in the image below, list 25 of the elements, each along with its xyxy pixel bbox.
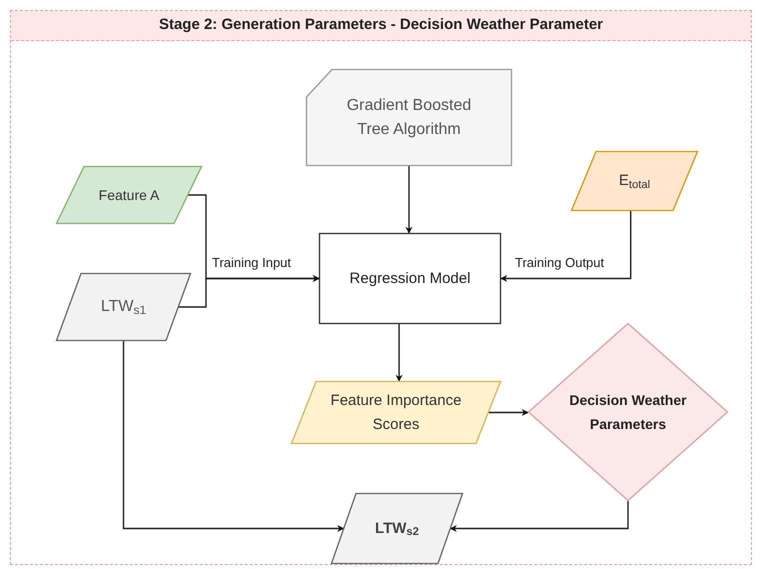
decision-diamond — [528, 323, 728, 501]
process-box — [319, 233, 501, 324]
connector-arrow — [450, 501, 629, 532]
node-label: Regression Model — [348, 268, 472, 288]
data-parallelogram — [56, 273, 191, 341]
data-parallelogram — [571, 151, 698, 211]
node-label: Decision Weather Parameters — [568, 391, 688, 434]
connector-arrow — [396, 324, 403, 382]
node-label: Feature Importance Scores — [330, 390, 462, 434]
data-parallelogram — [291, 381, 501, 444]
connector-arrow — [500, 211, 632, 282]
node-label: Feature A — [98, 186, 160, 205]
stage-title: Stage 2: Generation Parameters - Decision Weather Parameter — [158, 15, 604, 36]
stage-container — [10, 10, 752, 565]
data-parallelogram — [331, 493, 463, 564]
node-label: Gradient Boosted Tree Algorithm — [346, 96, 472, 140]
card-shape — [306, 69, 512, 166]
connector-arrow — [178, 275, 320, 308]
connector-arrow — [406, 166, 412, 234]
node-label: LTW$_{s2}$ — [374, 518, 420, 540]
connector-arrow — [122, 341, 344, 532]
connector-arrow — [488, 409, 529, 416]
node-label: E$_{total}$ — [618, 171, 652, 193]
data-parallelogram — [56, 166, 202, 224]
node-label: LTW$_{s1}$ — [100, 297, 148, 319]
